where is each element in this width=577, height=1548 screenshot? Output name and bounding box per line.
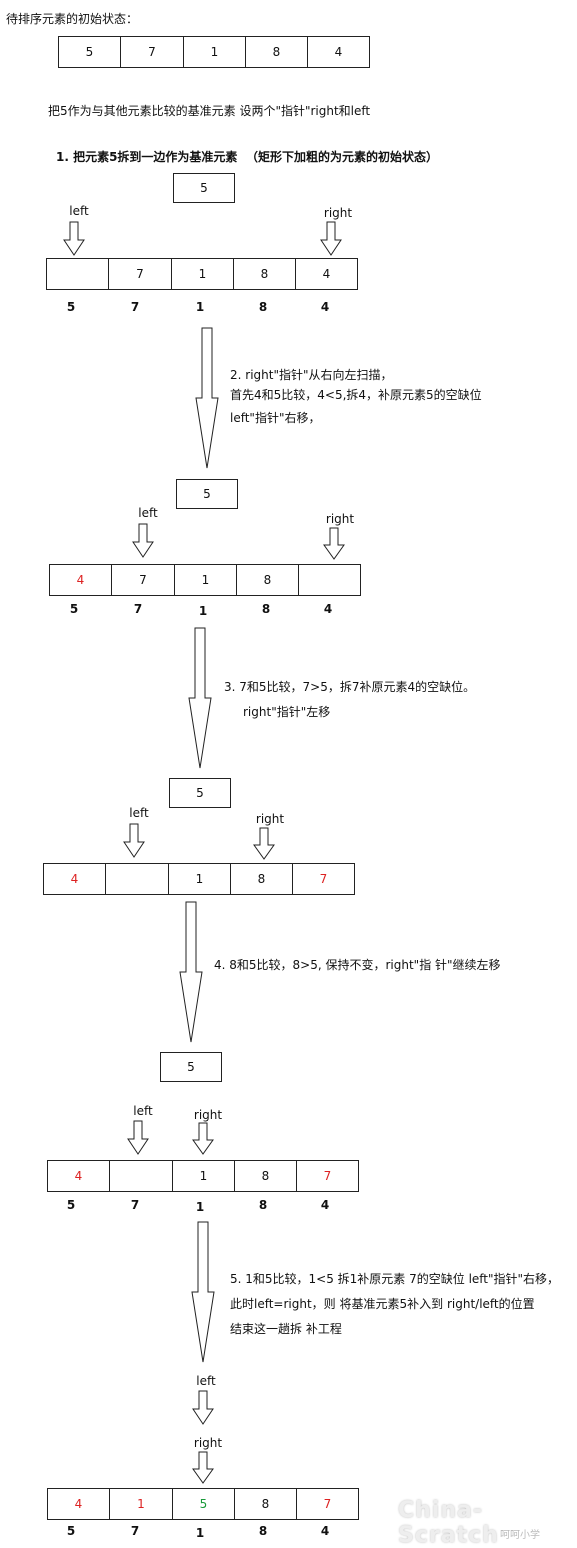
original-value-label: 5 [69,602,79,616]
array-cell: 5 [173,1489,235,1519]
down-arrow-icon [253,827,275,860]
big-down-arrow-icon [195,327,219,469]
step1-title: 1. 把元素5拆到一边作为基准元素 [56,150,238,164]
down-arrow-icon [320,221,342,256]
array-cell: 8 [234,259,296,289]
original-value-label: 1 [195,1200,205,1214]
step5-line1: 5. 1和5比较，1<5 拆1补原元素 7的空缺位 left"指针"右移， [230,1272,560,1286]
original-value-label: 8 [258,1524,268,1538]
original-value-label: 1 [198,604,208,618]
array-cell: 8 [235,1489,297,1519]
down-arrow-icon [192,1390,214,1425]
array-cell: 4 [48,1489,110,1519]
array-cell: 8 [237,565,299,595]
array-cell: 8 [235,1161,297,1191]
left-pointer-label: left [133,1104,153,1118]
watermark-logo: China-Scratch [398,1498,499,1548]
step5-array: 4 1 5 8 7 [47,1488,359,1520]
big-down-arrow-icon [188,627,212,769]
pivot-box: 5 [176,479,238,509]
array-cell: 1 [173,1161,235,1191]
original-value-label: 5 [66,1524,76,1538]
original-value-label: 8 [261,602,271,616]
array-cell: 4 [48,1161,110,1191]
pivot-box: 5 [173,173,235,203]
step5-line2: 此时left=right，则 将基准元素5补入到 right/left的位置 [230,1297,535,1311]
array-cell: 8 [246,37,308,67]
array-cell: 5 [59,37,121,67]
original-value-label: 4 [323,602,333,616]
right-pointer-label: right [193,1436,223,1450]
step4-line1: 4. 8和5比较，8>5, 保持不变，right"指 针"继续左移 [214,958,501,972]
pivot-note: 把5作为与其他元素比较的基准元素 设两个"指针"right和left [48,104,371,118]
array-cell: 7 [121,37,184,67]
array-cell [299,565,361,595]
original-value-label: 1 [195,1526,205,1540]
original-value-label: 7 [130,1524,140,1538]
array-cell: 4 [296,259,358,289]
step2-line2: 首先4和5比较，4<5,拆4，补原元素5的空缺位 [230,388,482,402]
array-cell: 4 [50,565,112,595]
original-value-label: 8 [258,1198,268,1212]
step1-array: 7 1 8 4 [46,258,358,290]
original-value-label: 7 [133,602,143,616]
array-cell [110,1161,173,1191]
array-cell: 7 [109,259,172,289]
step1-title-note: （矩形下加粗的为元素的初始状态） [246,150,439,164]
array-cell [106,864,169,894]
big-down-arrow-icon [191,1221,215,1363]
step3-line2: right"指针"左移 [243,705,331,719]
intro-heading: 待排序元素的初始状态： [6,12,139,26]
right-pointer-label: right [255,812,285,826]
array-cell: 8 [231,864,293,894]
step2-array: 4 7 1 8 [49,564,361,596]
array-cell: 1 [184,37,246,67]
big-down-arrow-icon [179,901,203,1043]
left-pointer-label: left [196,1374,216,1388]
original-value-label: 7 [130,300,140,314]
step2-line3: left"指针"右移， [230,411,321,425]
right-pointer-label: right [323,206,353,220]
step3-array: 4 1 8 7 [43,863,355,895]
original-value-label: 5 [66,1198,76,1212]
array-cell: 7 [297,1161,359,1191]
array-cell: 4 [44,864,106,894]
array-cell: 1 [172,259,234,289]
right-pointer-label: right [325,512,355,526]
original-value-label: 8 [258,300,268,314]
initial-array: 5 7 1 8 4 [58,36,370,68]
array-cell: 7 [112,565,175,595]
array-cell [47,259,109,289]
step2-line1: 2. right"指针"从右向左扫描， [230,368,393,382]
down-arrow-icon [127,1120,149,1155]
original-value-label: 1 [195,300,205,314]
down-arrow-icon [123,823,145,858]
down-arrow-icon [63,221,85,256]
original-value-label: 5 [66,300,76,314]
left-pointer-label: left [69,204,89,218]
step4-array: 4 1 8 7 [47,1160,359,1192]
down-arrow-icon [323,527,345,560]
pivot-box: 5 [160,1052,222,1082]
watermark-sub: 呵呵小学 [500,1530,540,1541]
original-value-label: 7 [130,1198,140,1212]
step3-line1: 3. 7和5比较，7>5，拆7补原元素4的空缺位。 [224,680,476,694]
original-value-label: 4 [320,1198,330,1212]
array-cell: 7 [293,864,355,894]
array-cell: 1 [175,565,237,595]
original-value-label: 4 [320,300,330,314]
array-cell: 7 [297,1489,359,1519]
pivot-box: 5 [169,778,231,808]
down-arrow-icon [132,523,154,558]
down-arrow-icon [192,1122,214,1155]
step5-line3: 结束这一趟拆 补工程 [230,1322,342,1336]
array-cell: 1 [169,864,231,894]
down-arrow-icon [192,1451,214,1484]
original-value-label: 4 [320,1524,330,1538]
left-pointer-label: left [129,806,149,820]
array-cell: 4 [308,37,370,67]
left-pointer-label: left [138,506,158,520]
array-cell: 1 [110,1489,173,1519]
right-pointer-label: right [193,1108,223,1122]
